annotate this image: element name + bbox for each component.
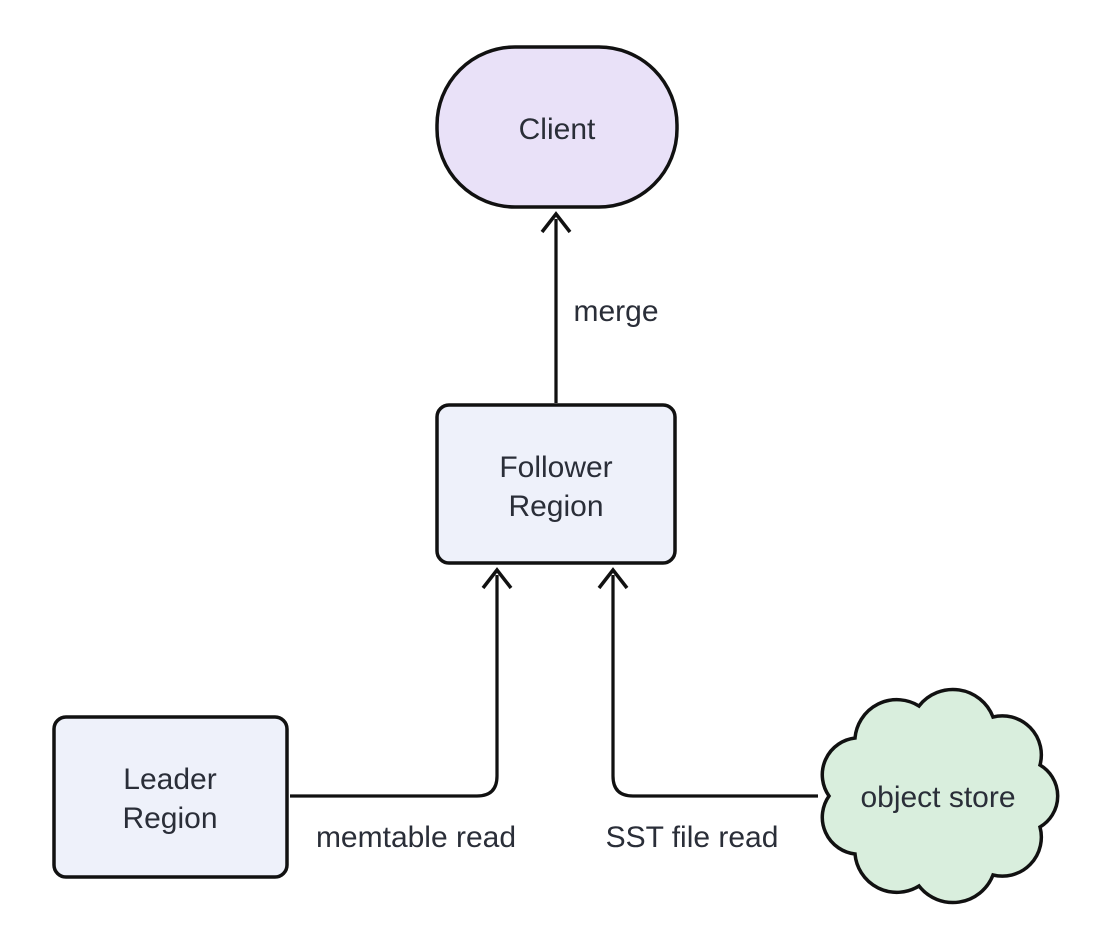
node-leader-region-label-line2: Region <box>122 802 217 835</box>
edge-leader-to-follower-arrowhead <box>481 567 513 590</box>
edge-label-sst-file-read: SST file read <box>606 821 779 854</box>
edge-objectstore-to-follower <box>611 575 818 798</box>
node-follower-region-label-line2: Region <box>508 490 603 523</box>
edge-objectstore-to-follower-arrowhead <box>597 567 629 590</box>
node-follower-region-shape <box>435 403 677 565</box>
node-group: Client Follower Region Leader Region obj… <box>52 45 1060 905</box>
edge-label-group: memtable read SST file read merge <box>316 295 778 854</box>
node-object-store-shape <box>820 687 1060 905</box>
node-leader-region-shape <box>52 715 289 879</box>
edge-label-merge: merge <box>573 295 658 328</box>
node-client-shape <box>435 45 679 209</box>
edge-label-memtable-read: memtable read <box>316 821 516 854</box>
node-client-label: Client <box>519 113 596 146</box>
edge-group <box>290 211 818 798</box>
node-leader-region-label-line1: Leader <box>123 763 216 796</box>
edge-follower-to-client-arrowhead <box>540 211 572 234</box>
edge-leader-to-follower <box>290 575 499 798</box>
node-object-store-label: object store <box>860 781 1015 814</box>
node-follower-region-label-line1: Follower <box>499 451 612 484</box>
